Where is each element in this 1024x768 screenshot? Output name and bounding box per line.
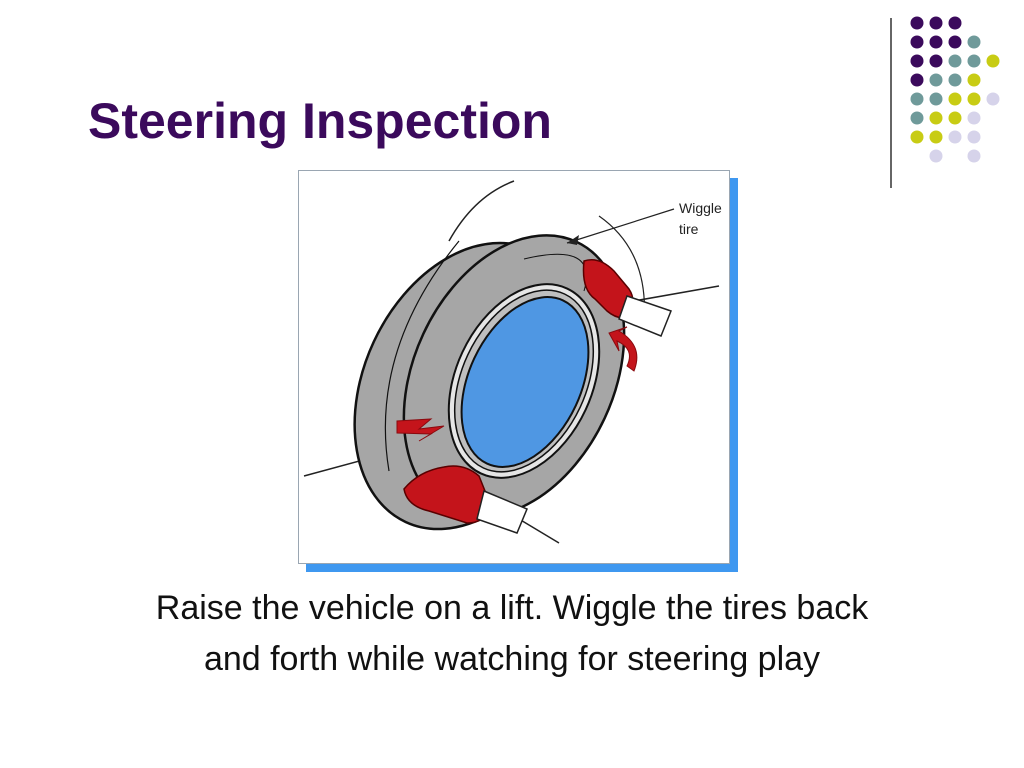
callout-label-line2: tire [679,221,699,237]
decorative-dot [948,73,962,87]
rotate-arrow-right [608,326,638,372]
decorative-dot [967,130,981,144]
decorative-dot [929,35,943,49]
tire [353,234,626,531]
decorative-dot [948,130,962,144]
decorative-dot [929,149,943,163]
decorative-dot [929,130,943,144]
tire-illustration-frame: Wiggle tire [298,170,730,564]
callout-line [566,208,675,244]
decorative-dot [910,130,924,144]
slide-caption: Raise the vehicle on a lift. Wiggle the … [155,589,869,678]
decorative-dot [948,35,962,49]
decorative-dot [967,54,981,68]
glove-lower-left [403,465,528,534]
callout-arrowhead [567,235,579,245]
decorative-dot [948,111,962,125]
glove-upper-right [582,259,672,337]
push-arrow-left [396,418,445,442]
decorative-dot [910,92,924,106]
decorative-dot [986,54,1000,68]
decorative-dot [967,149,981,163]
decorative-dot [929,111,943,125]
suspension-line-top [448,180,515,242]
decorative-dot [948,54,962,68]
decorative-dot [948,16,962,30]
decorative-dot-grid [910,16,1000,163]
decorative-dot [929,16,943,30]
callout-label-line1: Wiggle [679,200,722,216]
decorative-dot [929,73,943,87]
decorative-dot [967,92,981,106]
suspension-line-right [633,285,720,302]
wheel-face [460,296,590,468]
decorative-dot [929,54,943,68]
slide-title: Steering Inspection [88,93,552,149]
title-divider [890,18,892,188]
decorative-dot [910,111,924,125]
decorative-dot [910,54,924,68]
decorative-dot [986,92,1000,106]
decorative-dot [967,111,981,125]
decorative-dot [948,92,962,106]
decorative-dot [967,35,981,49]
decorative-dot [910,73,924,87]
decorative-dot [929,92,943,106]
decorative-dot [967,73,981,87]
tire-illustration: Wiggle tire [303,180,722,544]
decorative-dot [910,16,924,30]
decorative-dot [910,35,924,49]
